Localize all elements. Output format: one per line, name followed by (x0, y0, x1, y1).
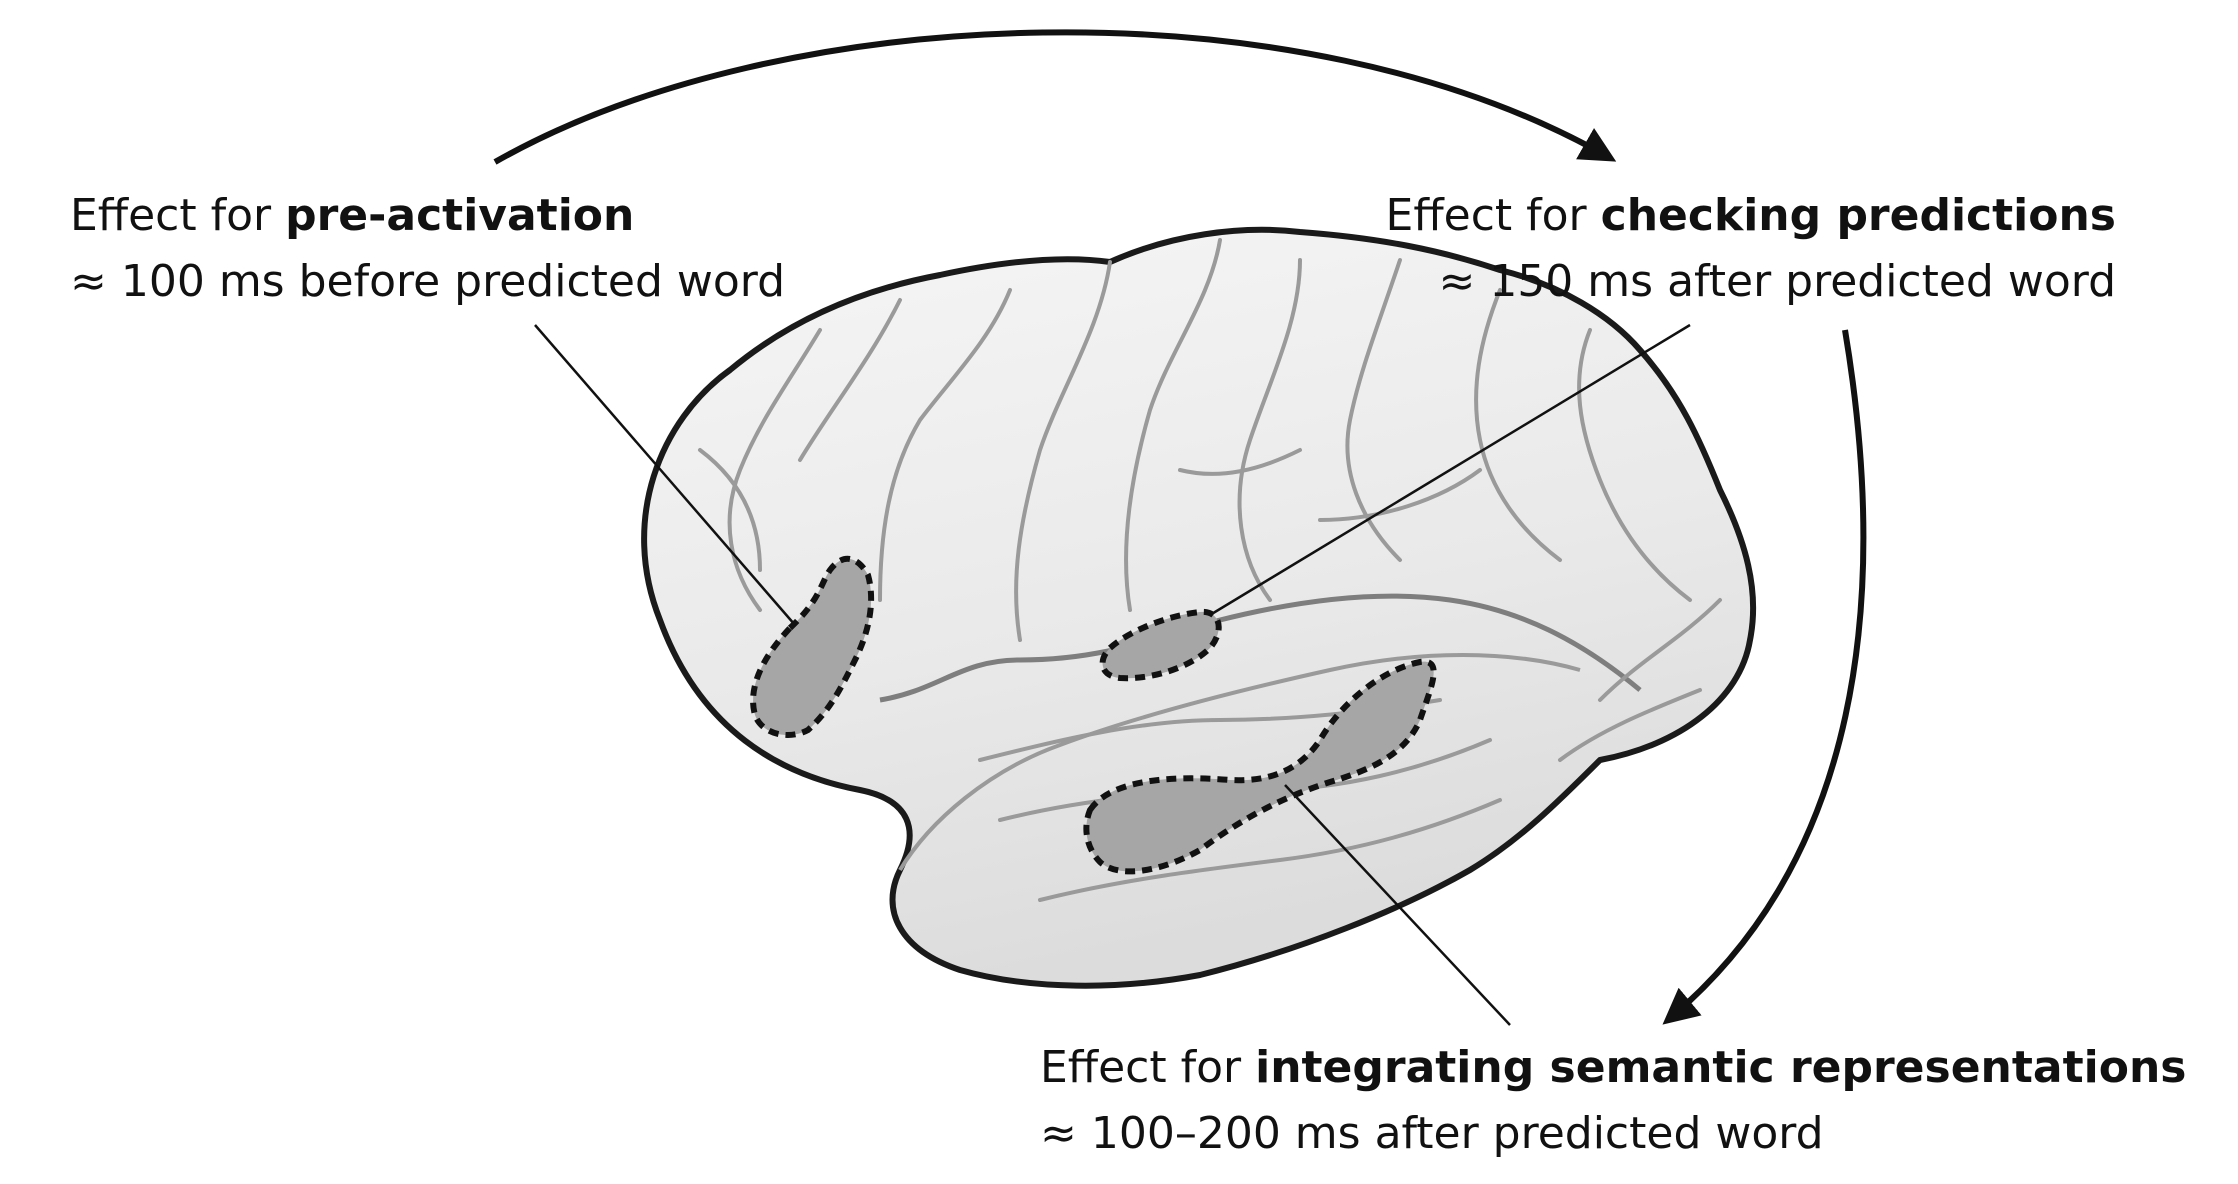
label-emphasis: checking predictions (1600, 190, 2116, 241)
label-checking-heading: Effect for checking predictions (1386, 183, 2116, 249)
region-checking (1099, 608, 1222, 682)
brain-illustration (641, 226, 1757, 989)
temporal-lobe-edge (898, 653, 1581, 872)
label-prefix: Effect for (1385, 190, 1601, 241)
label-timing: ≈ 150 ms after predicted word (1438, 256, 2116, 307)
label-preactivation-heading: Effect for pre-activation (70, 183, 785, 249)
label-emphasis: integrating semantic representations (1255, 1042, 2187, 1093)
label-emphasis: pre-activation (285, 190, 635, 241)
region-integrating (1083, 658, 1437, 875)
leader-line-checking (1209, 323, 1691, 617)
label-integrating-heading: Effect for integrating semantic represen… (1040, 1035, 2186, 1101)
leader-line-integrating (1284, 784, 1511, 1026)
curved-arrow-icon (1662, 329, 1867, 1025)
sylvian-fissure (879, 593, 1642, 703)
label-prefix: Effect for (70, 190, 286, 241)
region-preactivation (750, 555, 875, 738)
label-timing: ≈ 100–200 ms after predicted word (1040, 1108, 1824, 1159)
leader-line-preactivation (534, 324, 796, 626)
curved-arrow-icon (493, 29, 1617, 165)
label-integrating: Effect for integrating semantic represen… (1040, 1035, 2186, 1167)
label-timing: ≈ 100 ms before predicted word (70, 256, 786, 307)
label-preactivation: Effect for pre-activation ≈ 100 ms befor… (70, 183, 785, 315)
label-prefix: Effect for (1040, 1042, 1256, 1093)
label-checking: Effect for checking predictions ≈ 150 ms… (1386, 183, 2116, 315)
